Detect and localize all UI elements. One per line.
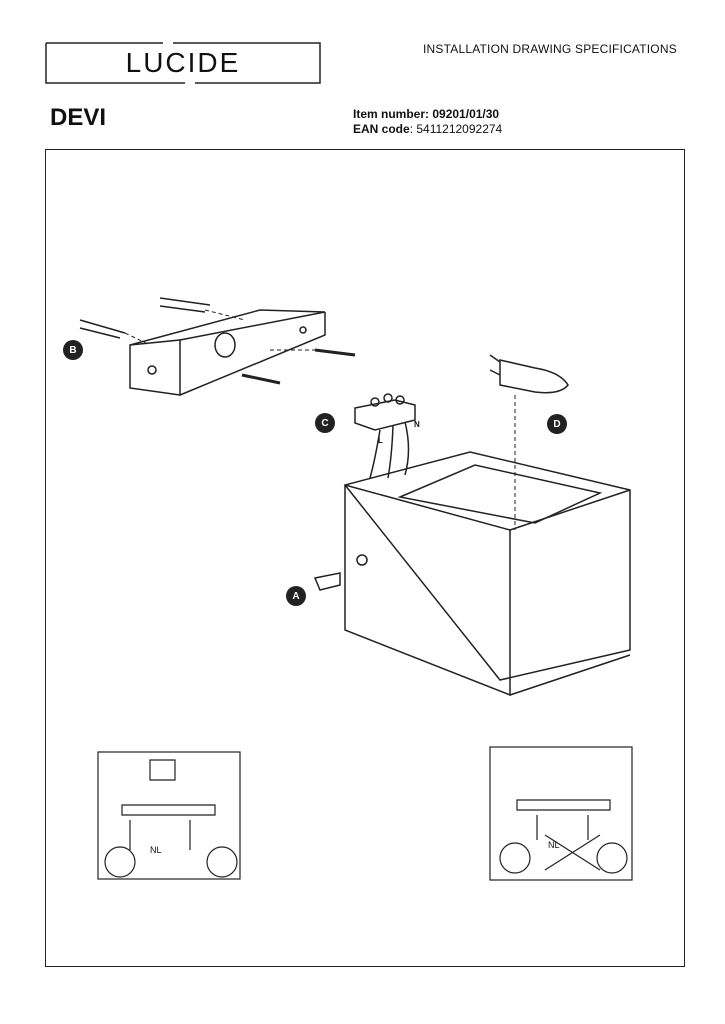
ean-label: EAN code [353, 122, 410, 136]
document-type: INSTALLATION DRAWING SPECIFICATIONS [423, 42, 677, 56]
item-number: 09201/01/30 [432, 107, 500, 121]
terminal-block [354, 393, 416, 479]
callout-a: A [286, 586, 306, 606]
wire-label-neutral: N [414, 420, 420, 429]
logo-text: LUCIDE [125, 47, 241, 78]
wire-label-live: L [378, 436, 383, 445]
callout-b: B [63, 340, 83, 360]
screws [241, 348, 356, 385]
ean-code: : 5411212092274 [409, 122, 503, 136]
g9-bulb [489, 354, 569, 394]
callout-c: C [315, 413, 335, 433]
product-meta: Item number: 09201/01/30 EAN code: 54112… [353, 107, 502, 137]
inset-left [97, 751, 241, 880]
wall-plugs [79, 297, 211, 339]
wall-light-box [343, 451, 631, 697]
set-screw [313, 572, 341, 591]
lucide-logo: LUCIDE [45, 42, 321, 84]
drawing-frame [45, 149, 685, 967]
inset-left-label: NL [150, 845, 162, 855]
inset-right-label: NL [548, 840, 560, 850]
inset-right [489, 746, 633, 881]
mounting-bracket [129, 309, 326, 396]
item-number-label: Item number: [353, 107, 430, 121]
callout-d: D [547, 414, 567, 434]
product-name: DEVI [50, 104, 107, 131]
